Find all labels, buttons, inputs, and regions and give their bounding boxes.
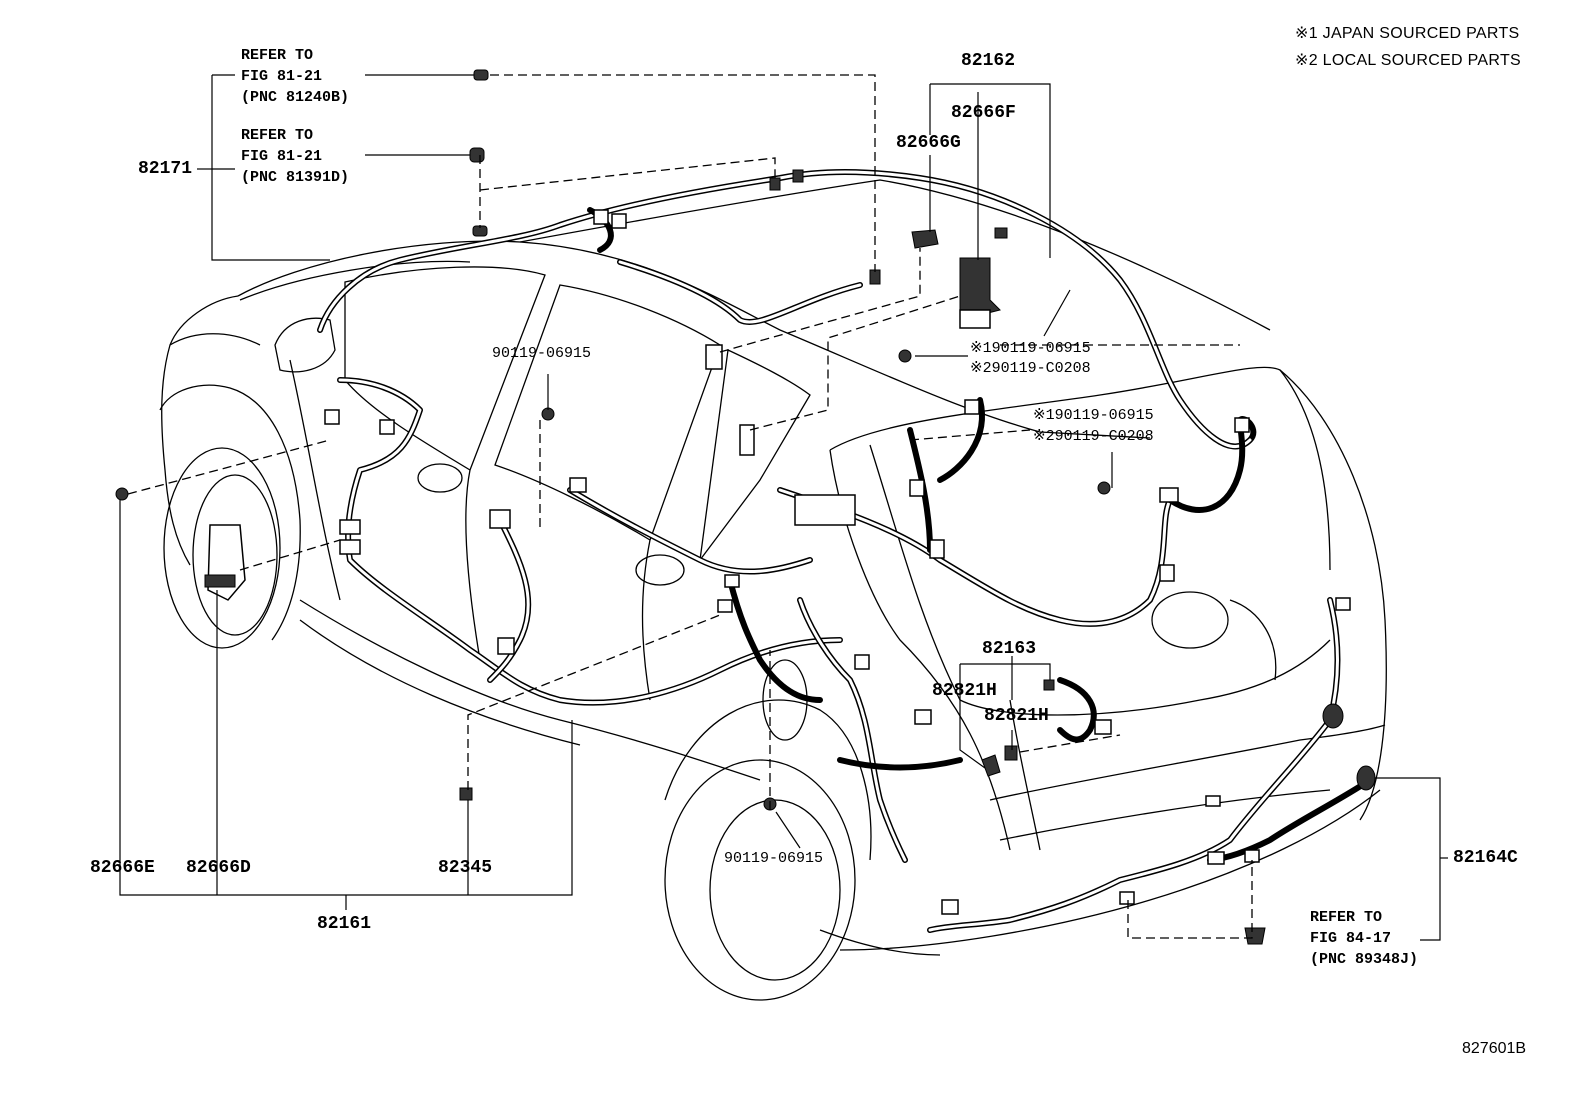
part-label-82821h-right[interactable]: 82821H: [984, 706, 1049, 726]
part-label-82171[interactable]: 82171: [138, 159, 193, 179]
refer-fig-84-17-pnc-89348j[interactable]: REFER TO FIG 84-17 (PNC 89348J): [1310, 909, 1419, 968]
figure-code: 827601B: [1462, 1040, 1527, 1057]
part-label-82821h-left[interactable]: 82821H: [932, 681, 997, 701]
note-local-sourced: ※2 LOCAL SOURCED PARTS: [1295, 52, 1521, 69]
part-label-82163[interactable]: 82163: [982, 639, 1037, 659]
refer-fig-81-21-pnc-81240b[interactable]: REFER TO FIG 81-21 (PNC 81240B): [241, 47, 350, 106]
bolt-label-center-bottom[interactable]: 90119-06915: [724, 850, 824, 867]
part-label-82162[interactable]: 82162: [961, 51, 1016, 71]
bolt-label-upper-japan[interactable]: ※190119-06915: [970, 340, 1091, 357]
harness-floor: [337, 377, 908, 863]
bolt-label-upper-local[interactable]: ※290119-C0208: [970, 360, 1091, 377]
dashed-reference-lines: [127, 74, 1253, 939]
harness-rear: [777, 397, 1373, 933]
part-label-82164c[interactable]: 82164C: [1453, 848, 1518, 868]
leader-lines: [119, 74, 1448, 941]
part-label-82666g[interactable]: 82666G: [896, 133, 961, 153]
harness-roof: [317, 168, 1257, 450]
car-body-outline: [159, 179, 1387, 1001]
part-label-82161[interactable]: 82161: [317, 914, 372, 934]
part-label-82666d[interactable]: 82666D: [186, 858, 251, 878]
part-label-82345[interactable]: 82345: [438, 858, 493, 878]
part-label-82666e[interactable]: 82666E: [90, 858, 155, 878]
connector-parts: [115, 69, 1376, 945]
bolt-label-mid-local[interactable]: ※290119-C0208: [1033, 428, 1154, 445]
part-label-82666f[interactable]: 82666F: [951, 103, 1016, 123]
note-japan-sourced: ※1 JAPAN SOURCED PARTS: [1295, 25, 1520, 42]
bolt-label-roof-left[interactable]: 90119-06915: [492, 345, 592, 362]
refer-fig-81-21-pnc-81391d[interactable]: REFER TO FIG 81-21 (PNC 81391D): [241, 127, 350, 186]
bolt-label-mid-japan[interactable]: ※190119-06915: [1033, 407, 1154, 424]
